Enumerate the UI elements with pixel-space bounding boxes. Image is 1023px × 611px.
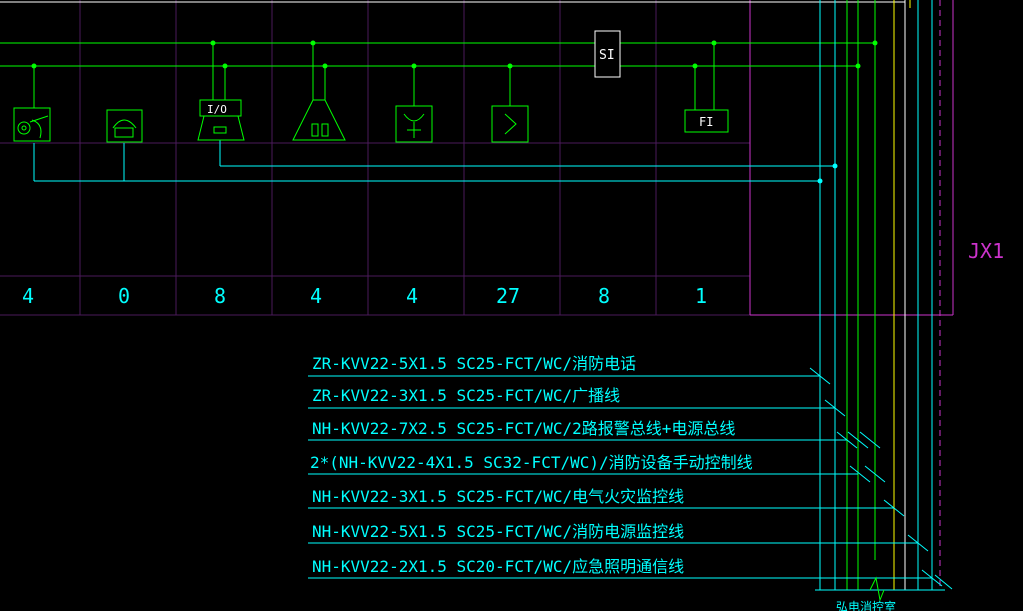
bottom-room-label: 弘电消控室 <box>836 599 896 611</box>
heat-detector-icon <box>491 105 529 143</box>
jx1-label: JX1 <box>968 239 1004 263</box>
io-module-icon <box>197 99 245 141</box>
cable-label-2: ZR-KVV22-3X1.5 SC25-FCT/WC/广播线 <box>312 386 620 405</box>
fire-telephone-icon <box>106 109 143 143</box>
fi-box: FI <box>684 109 729 133</box>
count-io-module: 8 <box>214 284 226 308</box>
pull-station-icon <box>292 99 346 141</box>
fi-label: FI <box>699 115 713 129</box>
count-sounder: 4 <box>22 284 34 308</box>
smoke-detector-icon <box>395 105 433 143</box>
count-fi: 1 <box>695 284 707 308</box>
si-box: SI <box>594 30 621 78</box>
signal-drops <box>33 140 221 181</box>
cable-labels: ZR-KVV22-5X1.5 SC25-FCT/WC/消防电话 ZR-KVV22… <box>310 354 753 576</box>
count-telephone: 0 <box>118 284 130 308</box>
cable-leaders <box>308 367 953 602</box>
io-module-label: I/O <box>207 103 227 116</box>
vertical-risers <box>815 0 945 591</box>
cable-label-5: NH-KVV22-3X1.5 SC25-FCT/WC/电气火灾监控线 <box>312 487 684 506</box>
si-label: SI <box>599 48 615 63</box>
sounder-strobe-icon <box>13 107 51 142</box>
count-pull-station: 4 <box>310 284 322 308</box>
count-si: 8 <box>598 284 610 308</box>
cable-label-7: NH-KVV22-2X1.5 SC20-FCT/WC/应急照明通信线 <box>312 557 684 576</box>
count-heat-detector: 27 <box>496 284 520 308</box>
cable-label-3: NH-KVV22-7X2.5 SC25-FCT/WC/2路报警总线+电源总线 <box>312 419 735 438</box>
jx1-cabinet <box>749 0 954 590</box>
horizontal-buses <box>0 1 905 182</box>
device-drops <box>33 43 715 110</box>
cable-label-4: 2*(NH-KVV22-4X1.5 SC32-FCT/WC)/消防设备手动控制线 <box>310 453 753 472</box>
cable-label-1: ZR-KVV22-5X1.5 SC25-FCT/WC/消防电话 <box>312 354 636 373</box>
cable-label-6: NH-KVV22-5X1.5 SC25-FCT/WC/消防电源监控线 <box>312 522 684 541</box>
junction-dots <box>31 40 878 184</box>
device-table-grid <box>0 0 750 316</box>
count-smoke-detector: 4 <box>406 284 418 308</box>
device-counts-row: 4 0 8 4 4 27 8 1 <box>22 284 707 308</box>
